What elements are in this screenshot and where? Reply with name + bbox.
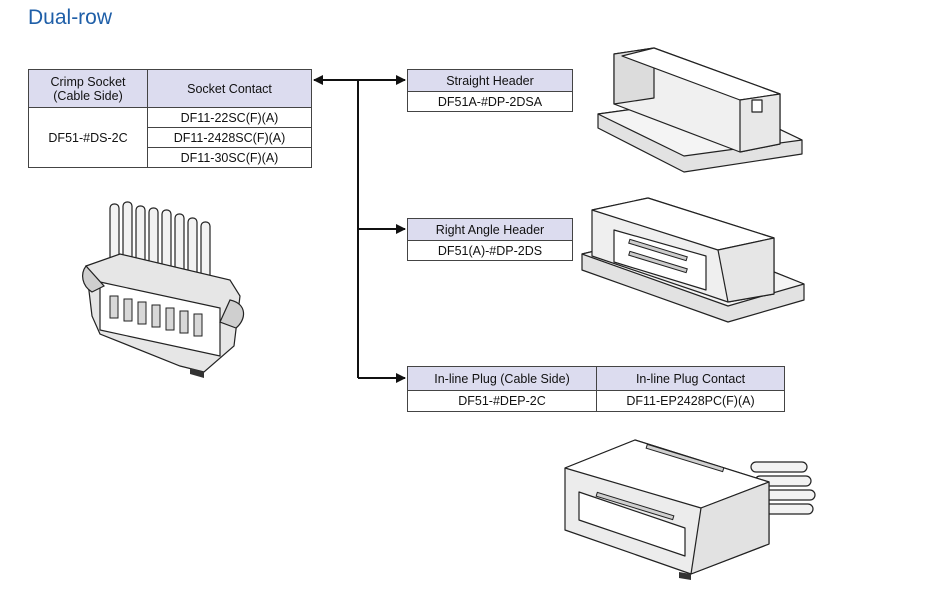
right-angle-header-illustration — [581, 197, 805, 323]
right-angle-header-label: Right Angle Header — [407, 218, 573, 241]
right-angle-header-table: Right Angle Header DF51(A)-#DP-2DS — [407, 218, 573, 261]
page-title: Dual-row — [28, 6, 113, 29]
inline-plug-contact-header: In-line Plug Contact — [596, 366, 785, 391]
straight-header-part: DF51A-#DP-2DSA — [407, 91, 573, 112]
crimp-socket-illustration — [82, 201, 245, 378]
socket-contact-part: DF11-22SC(F)(A) — [147, 107, 312, 128]
inline-plug-illustration — [564, 439, 816, 580]
inline-plug-header: In-line Plug (Cable Side) — [407, 366, 597, 391]
inline-plug-part: DF51-#DEP-2C — [407, 390, 597, 412]
socket-contact-part: DF11-2428SC(F)(A) — [147, 127, 312, 148]
socket-contact-part: DF11-30SC(F)(A) — [147, 147, 312, 168]
straight-header-table: Straight Header DF51A-#DP-2DSA — [407, 69, 573, 112]
right-angle-header-part: DF51(A)-#DP-2DS — [407, 240, 573, 261]
socket-contact-header: Socket Contact — [147, 69, 312, 108]
straight-header-label: Straight Header — [407, 69, 573, 92]
crimp-socket-part: DF51-#DS-2C — [28, 107, 148, 168]
crimp-socket-table: Crimp Socket (Cable Side) Socket Contact… — [28, 69, 312, 168]
crimp-socket-header-line2: (Cable Side) — [53, 88, 123, 103]
straight-header-illustration — [597, 47, 803, 173]
crimp-socket-header-line1: Crimp Socket — [50, 74, 126, 89]
inline-plug-contact-part: DF11-EP2428PC(F)(A) — [596, 390, 785, 412]
inline-plug-table: In-line Plug (Cable Side) In-line Plug C… — [407, 366, 785, 412]
